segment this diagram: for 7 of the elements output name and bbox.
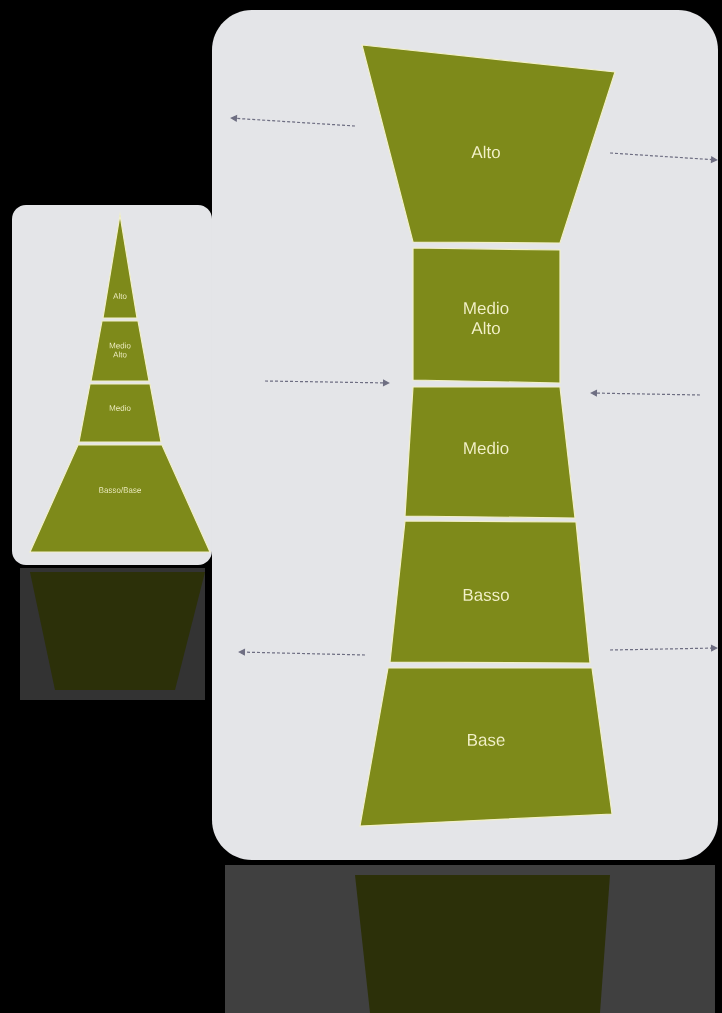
pyramid-segment: Medio: [78, 383, 162, 443]
pyramid-segment: Base: [359, 667, 613, 827]
pyramid-segment: Basso: [389, 520, 591, 664]
pyramid-segment: Alto: [361, 44, 616, 244]
pyramid-segment: Medio: [404, 386, 576, 519]
pyramid-segment: Medio Alto: [412, 247, 561, 384]
pyramid-segment: Medio Alto: [90, 320, 150, 382]
